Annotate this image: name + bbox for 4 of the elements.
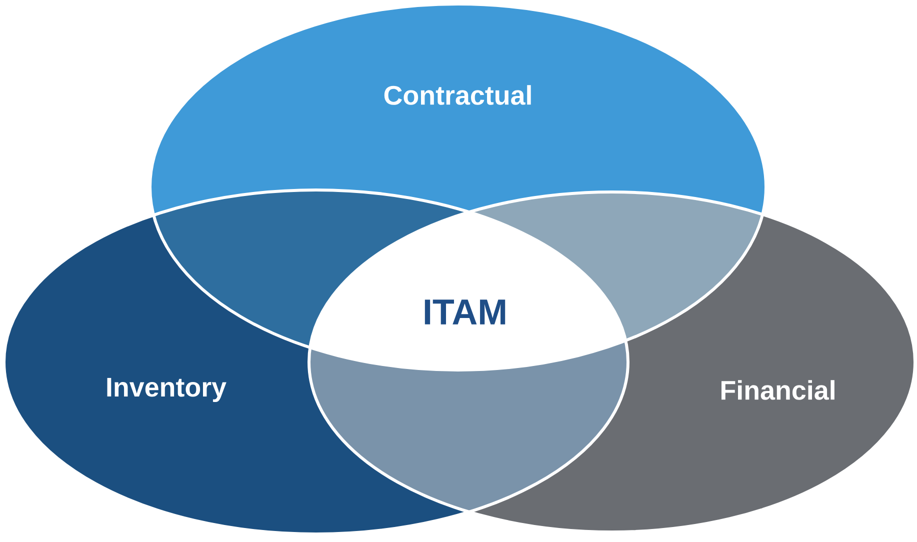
region-label: ITAM xyxy=(424,300,506,324)
region-label: Contractual xyxy=(384,85,531,105)
region-label: Inventory xyxy=(107,378,226,402)
region-label: Financial xyxy=(722,380,834,400)
